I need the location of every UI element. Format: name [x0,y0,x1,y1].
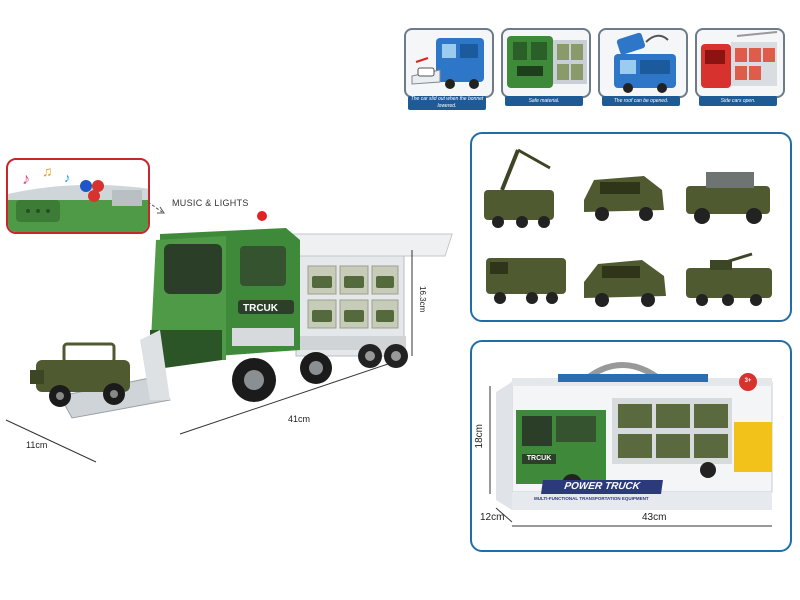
feature-caption-side: Side cars open. [699,96,777,106]
armored-tank-icon [686,252,772,306]
hatchback-icon [584,260,666,307]
roof-open-icon [614,32,676,93]
music-lights-inset: ♪ ♫ ♪ [6,158,150,234]
truck-width-label: 11cm [26,440,48,450]
side-cars-icon [701,31,778,88]
suv-icon [584,176,664,221]
package-dimension-lines [489,386,772,527]
feature-safe-material [501,28,591,98]
package-length-label: 43cm [642,512,667,523]
feature-caption-roof: The roof can be opened. [602,96,680,106]
feature-roof-open [598,28,688,98]
svg-text:♫: ♫ [42,163,53,179]
siren-light-icon [257,211,267,221]
truck-brand: TRCUK [243,303,279,314]
package-brand: TRCUK [522,454,556,464]
age-badge: 3+ [744,378,752,384]
music-pointer-arrow [147,201,165,214]
music-lights-label: MUSIC & LIGHTS [172,198,249,208]
music-button-icon: ♪ ♫ ♪ [8,163,148,232]
feature-caption-safe: Safe material. [505,96,583,106]
package-subtitle: MULTI-FUNCTIONAL TRANSPORTATION EQUIPMEN… [534,496,649,501]
package-depth-label: 12cm [480,512,505,523]
jeep-icon [686,172,770,224]
package-panel: POWER TRUCK MULTI-FUNCTIONAL TRANSPORTAT… [470,340,792,552]
included-vehicles-panel [470,132,792,322]
safe-material-icon [507,36,587,88]
armored-van-icon [486,258,566,304]
vehicle-set [484,148,772,307]
truck-height-label: 16.3cm [418,286,427,313]
ladder-truck-icon [484,148,554,228]
feature-bonnet-slide [404,28,494,98]
truck-length-label: 41cm [288,414,311,424]
bonnet-slide-icon [411,38,484,89]
truck-illustration: TRCUK [5,211,453,463]
jeep-toy [30,342,130,407]
feature-caption-bonnet: The car slid out when the bonnet lowered… [408,96,486,110]
svg-text:♪: ♪ [64,170,71,185]
svg-text:♪: ♪ [22,171,30,188]
feature-side-cars [695,28,785,98]
